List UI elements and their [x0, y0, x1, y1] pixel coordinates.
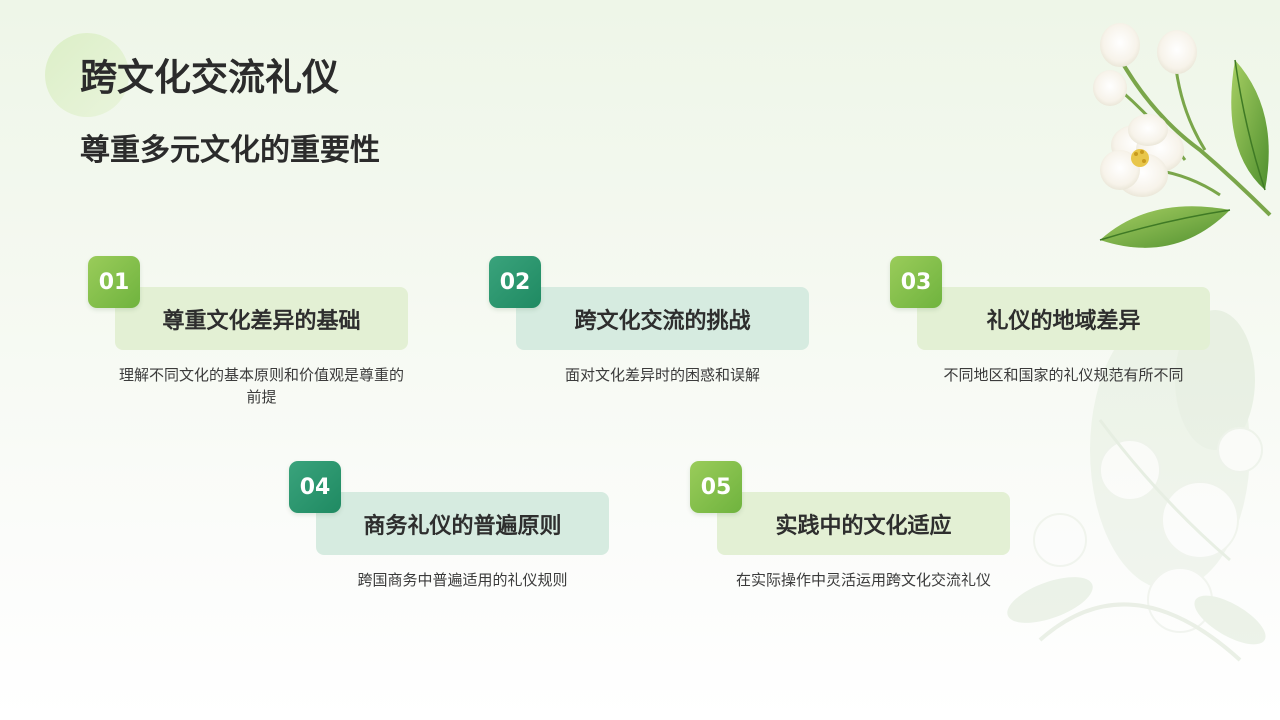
page-title: 跨文化交流礼仪 [80, 56, 339, 99]
topic-description: 跨国商务中普遍适用的礼仪规则 [357, 571, 568, 589]
topic-card-02: 02 跨文化交流的挑战 面对文化差异时的困惑和误解 [489, 256, 809, 406]
page-subtitle: 尊重多元文化的重要性 [80, 133, 380, 168]
topic-title: 尊重文化差异的基础 [115, 287, 408, 350]
topic-card-01: 01 尊重文化差异的基础 理解不同文化的基本原则和价值观是尊重的前提 [88, 256, 408, 406]
jasmine-flower-icon [1100, 114, 1184, 197]
number-badge: 05 [690, 461, 742, 513]
number-badge: 02 [489, 256, 541, 308]
topic-title: 实践中的文化适应 [717, 492, 1010, 555]
topic-title: 跨文化交流的挑战 [516, 287, 809, 350]
topic-description: 理解不同文化的基本原则和价值观是尊重的前提 [118, 366, 404, 406]
title-accent-circle [45, 33, 129, 117]
topic-card-03: 03 礼仪的地域差异 不同地区和国家的礼仪规范有所不同 [890, 256, 1210, 406]
number-badge: 04 [289, 461, 341, 513]
topic-description: 不同地区和国家的礼仪规范有所不同 [943, 366, 1184, 384]
jasmine-branch-icon [1093, 23, 1272, 248]
topic-card-04: 04 商务礼仪的普遍原则 跨国商务中普遍适用的礼仪规则 [289, 461, 609, 611]
number-badge: 01 [88, 256, 140, 308]
topic-description: 在实际操作中灵活运用跨文化交流礼仪 [735, 571, 991, 589]
topic-card-05: 05 实践中的文化适应 在实际操作中灵活运用跨文化交流礼仪 [690, 461, 1010, 611]
leaf-icon [1231, 60, 1269, 190]
topic-title: 商务礼仪的普遍原则 [316, 492, 609, 555]
number-badge: 03 [890, 256, 942, 308]
topic-description: 面对文化差异时的困惑和误解 [564, 366, 760, 384]
topic-title: 礼仪的地域差异 [917, 287, 1210, 350]
